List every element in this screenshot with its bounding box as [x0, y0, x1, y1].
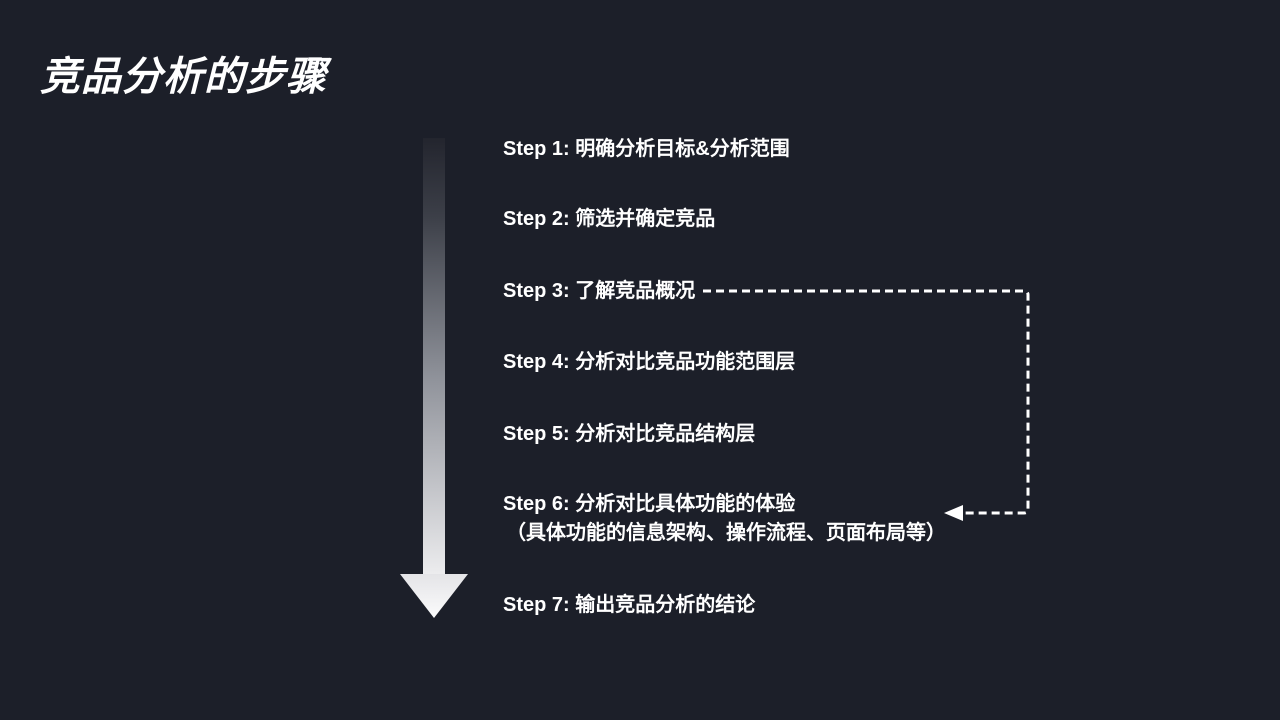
step-item-6: Step 6: 分析对比具体功能的体验 （具体功能的信息架构、操作流程、页面布局… — [503, 493, 946, 544]
step-text: 分析对比竞品功能范围层 — [575, 351, 796, 373]
step-text: 分析对比竞品结构层 — [575, 423, 756, 445]
step-main-line: Step 6: 分析对比具体功能的体验 — [503, 493, 946, 515]
step-text: 明确分析目标&分析范围 — [575, 138, 790, 160]
step-item-7: Step 7: 输出竞品分析的结论 — [503, 594, 755, 616]
step-label: Step 7: — [503, 594, 570, 616]
step-item-2: Step 2: 筛选并确定竞品 — [503, 208, 715, 230]
step-text: 输出竞品分析的结论 — [575, 594, 756, 616]
step-item-3: Step 3: 了解竞品概况 — [503, 280, 695, 302]
slide-title: 竞品分析的步骤 — [40, 55, 327, 99]
arrow-left-icon — [944, 505, 963, 521]
arrow-head — [400, 574, 468, 618]
step-item-1: Step 1: 明确分析目标&分析范围 — [503, 138, 790, 160]
dashed-connector-path — [703, 289, 1030, 515]
step-label: Step 6: — [503, 493, 570, 515]
step-label: Step 5: — [503, 423, 570, 445]
step-label: Step 3: — [503, 280, 570, 302]
step-label: Step 1: — [503, 138, 570, 160]
step-text: 筛选并确定竞品 — [575, 208, 716, 230]
step-note: （具体功能的信息架构、操作流程、页面布局等） — [506, 522, 946, 544]
step-item-5: Step 5: 分析对比竞品结构层 — [503, 423, 755, 445]
step-item-4: Step 4: 分析对比竞品功能范围层 — [503, 351, 795, 373]
process-flow-down-arrow-icon — [400, 138, 468, 618]
step-label: Step 2: — [503, 208, 570, 230]
step-label: Step 4: — [503, 351, 570, 373]
arrow-shaft — [423, 138, 445, 574]
step-text: 了解竞品概况 — [575, 280, 696, 302]
step-text: 分析对比具体功能的体验 — [575, 493, 796, 515]
